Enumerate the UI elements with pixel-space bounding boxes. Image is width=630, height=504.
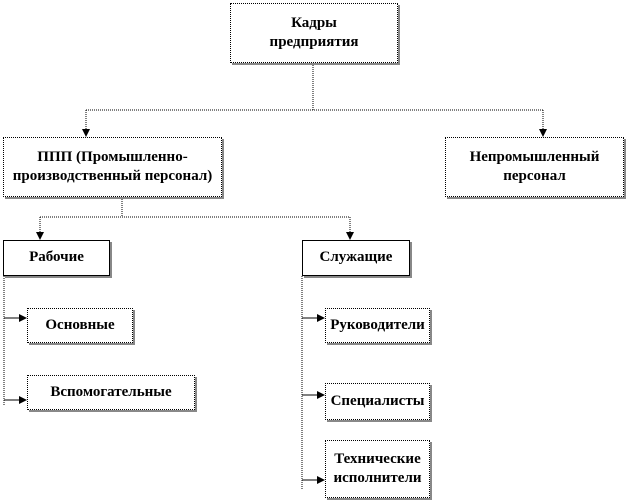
node-label: Непромышленный персонал: [469, 148, 600, 185]
node-main-workers: Основные: [27, 308, 133, 343]
node-label: Служащие: [319, 249, 393, 266]
node-label: Основные: [45, 316, 115, 333]
node-label: Вспомогательные: [50, 383, 172, 400]
node-employees: Служащие: [302, 240, 410, 276]
node-technical: Технические исполнители: [325, 440, 430, 498]
node-label: Рабочие: [29, 249, 84, 266]
node-aux-workers: Вспомогательные: [27, 375, 195, 410]
node-managers: Руководители: [325, 308, 430, 343]
node-workers: Рабочие: [3, 240, 110, 276]
node-root: Кадры предприятия: [230, 3, 398, 63]
node-specialists: Специалисты: [325, 383, 430, 420]
node-nonindustrial: Непромышленный персонал: [445, 137, 624, 197]
node-label: Специалисты: [330, 392, 425, 409]
node-label: ППП (Промышленно-производственный персон…: [12, 148, 213, 185]
node-label: Руководители: [330, 316, 425, 333]
node-label: Технические исполнители: [333, 450, 422, 487]
node-ppp: ППП (Промышленно-производственный персон…: [3, 137, 222, 197]
node-label: Кадры предприятия: [269, 14, 359, 51]
